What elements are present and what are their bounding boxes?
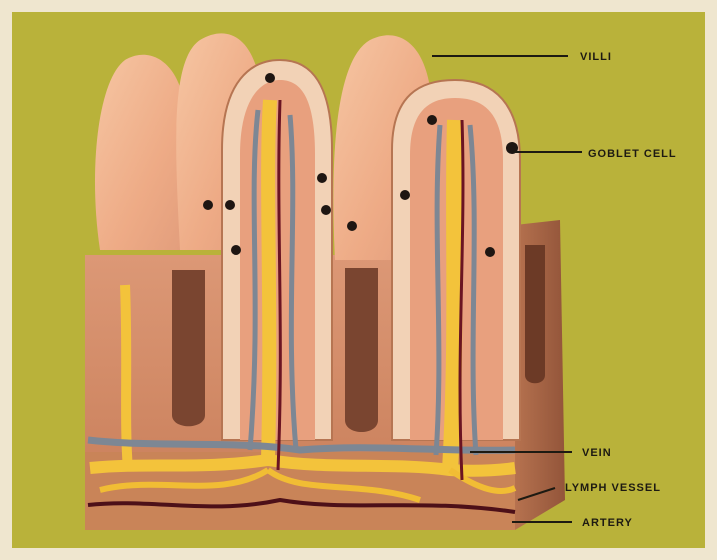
- crypt-1: [172, 270, 205, 426]
- lymph-lacteal-1: [268, 100, 270, 460]
- crypt-2: [345, 268, 378, 432]
- villus-section-1-core: [240, 80, 315, 440]
- label-lymph-vessel: LYMPH VESSEL: [565, 482, 661, 494]
- label-artery: ARTERY: [582, 517, 633, 529]
- crypt-3: [525, 245, 545, 383]
- villus-back-1: [95, 55, 190, 250]
- artery-villus-1: [278, 100, 280, 470]
- label-goblet-cell: GOBLET CELL: [588, 148, 677, 160]
- label-vein: VEIN: [582, 447, 612, 459]
- lymph-lacteal-2: [450, 120, 455, 470]
- label-villi: VILLI: [580, 51, 612, 63]
